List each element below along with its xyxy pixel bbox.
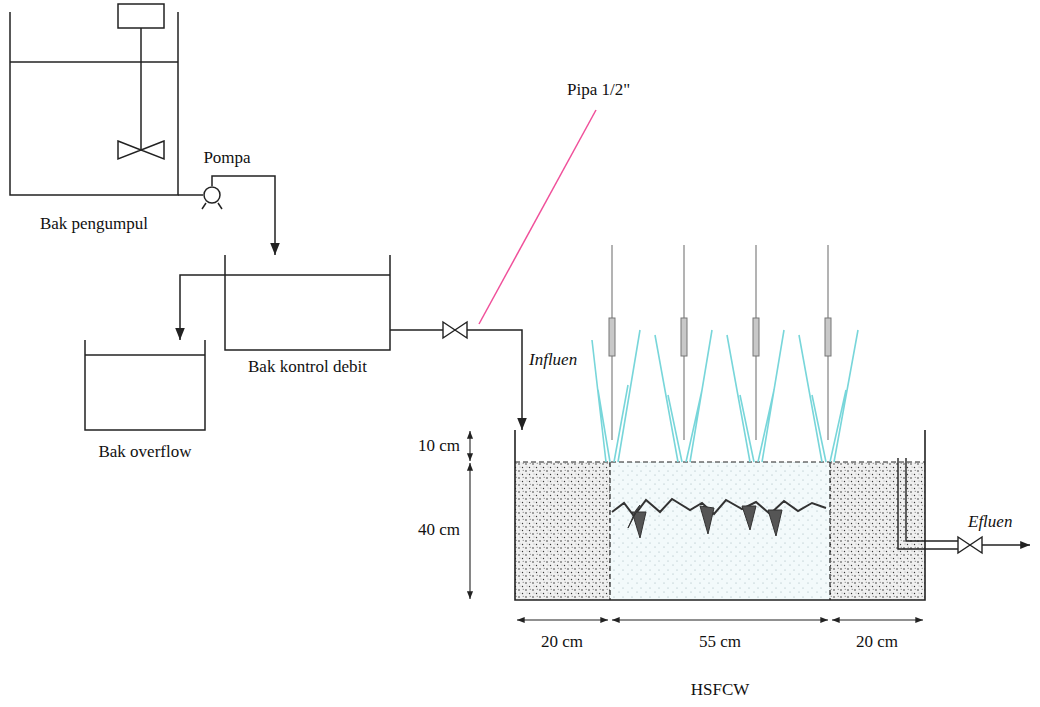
effluent-arrow <box>982 544 1030 545</box>
dimension-label: 55 cm <box>697 632 743 652</box>
pump-stand <box>202 203 222 209</box>
collection-tank: Bak pengumpul <box>10 12 178 234</box>
pump-outline <box>203 186 221 204</box>
reed-head <box>609 318 615 356</box>
dimension-label: 20 cm <box>854 632 900 652</box>
dimension-arrow <box>469 463 470 599</box>
pump-symbol: Pompa <box>203 186 221 204</box>
mixer-shaft <box>140 28 142 150</box>
node-label: Bak pengumpul <box>10 214 178 234</box>
water-line <box>10 61 178 63</box>
pipe-connector <box>390 330 522 430</box>
mixer-motor <box>118 4 164 28</box>
reed-head <box>825 318 831 356</box>
dimensions <box>470 431 923 620</box>
flow-label: Influen <box>527 350 579 370</box>
reed-plants <box>592 245 858 462</box>
leader-line <box>479 110 596 324</box>
dimension-arrow <box>612 619 828 620</box>
effluent-pipe <box>898 458 1030 549</box>
reed-leaf <box>655 330 712 462</box>
water-line <box>85 354 205 356</box>
node-label: HSFCW <box>515 680 925 700</box>
flow-label: Efluen <box>966 512 1014 532</box>
tank-wall <box>10 12 178 195</box>
water-line <box>225 274 390 276</box>
reed-leaf <box>799 330 858 462</box>
node-label: Pompa <box>193 148 261 168</box>
wetland-tank: HSFCW <box>515 430 925 700</box>
tank-wall <box>225 255 390 350</box>
gravel-zone <box>515 462 610 600</box>
gravel-zone <box>830 462 925 600</box>
node-label: Bak kontrol debit <box>225 357 390 377</box>
reed-stalk <box>612 245 828 440</box>
tank-wall <box>85 340 205 430</box>
collection-tank <box>10 4 222 209</box>
flow-control-tank <box>225 255 390 350</box>
reed-head <box>753 318 759 356</box>
dimension-label: 10 cm <box>416 436 462 456</box>
tank-wall <box>515 430 925 600</box>
mixer-impeller <box>118 141 164 159</box>
standpipe <box>898 458 958 549</box>
wetland-bed <box>515 430 925 600</box>
planted-zone <box>610 462 830 600</box>
dimension-arrow <box>469 431 470 461</box>
pipe-connector <box>180 275 225 340</box>
dimension-label: 40 cm <box>416 520 462 540</box>
reed-leaf <box>727 330 784 462</box>
reed-leaf <box>592 330 640 462</box>
dimension-label: 20 cm <box>539 632 585 652</box>
node-label: Bak overflow <box>85 442 205 462</box>
valve-symbol <box>443 322 467 338</box>
dimension-arrow <box>832 619 923 620</box>
flow-control-tank: Bak kontrol debit <box>225 255 390 377</box>
dimension-arrow <box>517 619 608 620</box>
overflow-tank: Bak overflow <box>85 340 205 462</box>
pipe-connector <box>212 176 275 255</box>
pipe-label: Pipa 1/2" <box>565 80 632 100</box>
zone-divider <box>610 462 830 600</box>
pipe-connector <box>178 194 203 196</box>
overflow-tank <box>85 340 205 430</box>
media-surface <box>515 461 925 462</box>
root-mass <box>628 505 782 538</box>
reed-head <box>681 318 687 356</box>
pump-outline <box>204 187 220 203</box>
valve-symbol <box>958 537 982 553</box>
